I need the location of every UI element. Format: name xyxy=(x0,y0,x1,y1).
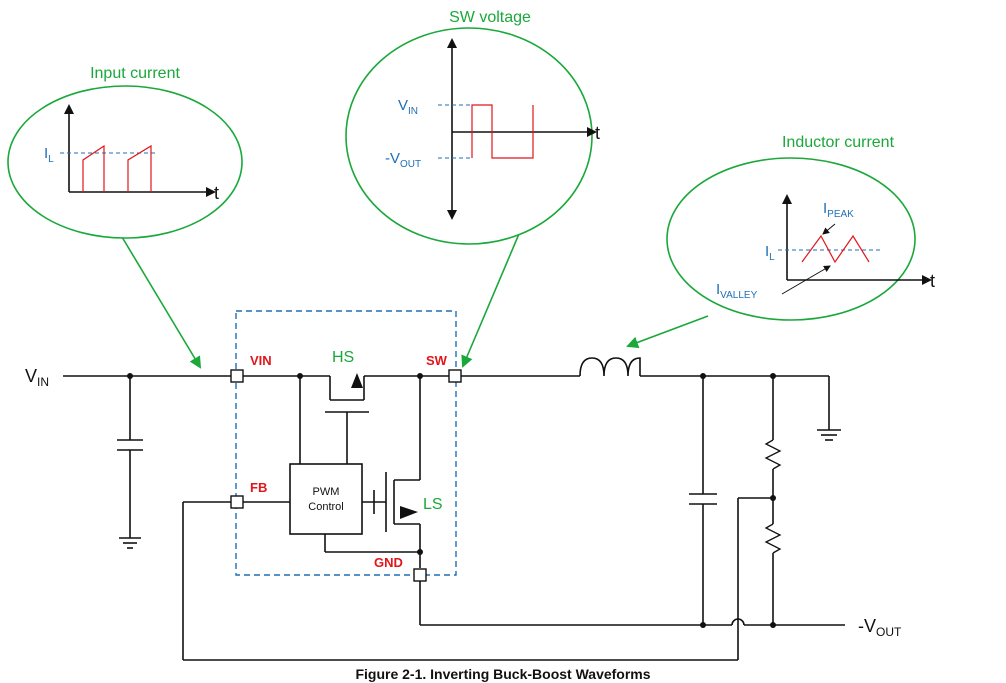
ls-label: LS xyxy=(423,496,443,513)
sw-voltage-title: SW voltage xyxy=(449,9,531,26)
input-current-pointer xyxy=(121,236,202,369)
ic-boundary xyxy=(235,310,457,576)
svg-text:t: t xyxy=(930,271,935,291)
svg-text:Control: Control xyxy=(308,501,343,513)
svg-text:-VOUT: -VOUT xyxy=(385,150,421,170)
sw-voltage-callout: SW voltage VIN -VOUT t xyxy=(345,9,600,245)
pin-sw xyxy=(448,369,462,383)
inductor-current-title: Inductor current xyxy=(782,134,895,151)
figure-caption: Figure 2-1. Inverting Buck-Boost Wavefor… xyxy=(355,666,650,682)
input-current-title: Input current xyxy=(90,65,180,82)
inductor xyxy=(579,357,641,377)
pin-vin-label: VIN xyxy=(250,353,272,368)
svg-text:VIN: VIN xyxy=(398,97,418,117)
inductor-current-waveform xyxy=(801,234,870,264)
svg-text:IVALLEY: IVALLEY xyxy=(716,281,758,301)
inductor-current-pointer xyxy=(626,315,709,349)
svg-text:IL: IL xyxy=(765,243,775,263)
pin-vin xyxy=(230,369,244,383)
input-current-waveform xyxy=(82,144,152,192)
svg-text:t: t xyxy=(214,183,219,203)
pin-fb xyxy=(230,495,244,509)
svg-text:t: t xyxy=(595,123,600,143)
hs-label: HS xyxy=(332,349,354,366)
input-current-callout: Input current IL t xyxy=(7,65,243,239)
circuit-wiring xyxy=(63,357,845,661)
sw-voltage-waveform xyxy=(471,104,534,159)
pwm-control-block xyxy=(289,463,363,535)
svg-text:IL: IL xyxy=(44,145,54,165)
pin-sw-label: SW xyxy=(426,353,448,368)
vin-terminal-label: VIN xyxy=(25,366,49,389)
svg-text:PWM: PWM xyxy=(313,486,340,498)
pin-gnd xyxy=(413,568,427,582)
svg-text:IPEAK: IPEAK xyxy=(823,200,854,220)
vout-terminal-label: -VOUT xyxy=(858,616,902,639)
pin-gnd-label: GND xyxy=(374,555,403,570)
pin-fb-label: FB xyxy=(250,480,267,495)
inductor-current-callout: Inductor current IPEAK IL IVALLEY t xyxy=(666,134,935,321)
